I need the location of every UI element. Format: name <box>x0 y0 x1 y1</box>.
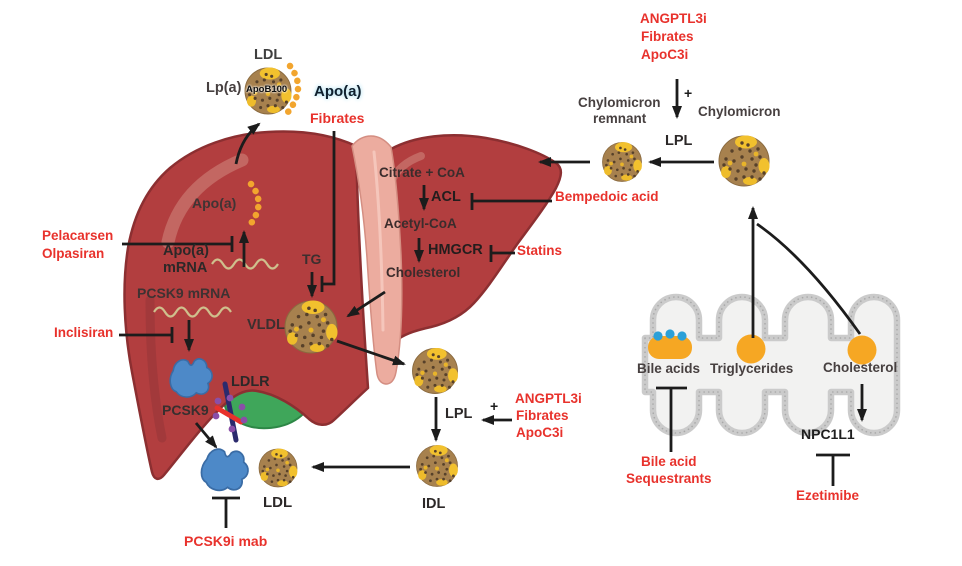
plus-mid-symbol: + <box>490 398 499 414</box>
lpl-top-label: LPL <box>665 133 693 149</box>
angptl3i-mid-label-2: Fibrates <box>516 408 569 423</box>
angptl3i-top-label-2: Fibrates <box>641 29 694 44</box>
inhibit-fibrates-line <box>323 131 336 286</box>
portal-vessel <box>351 135 403 385</box>
ldl-particle <box>258 448 298 488</box>
pelacarsen-label: Pelacarsen <box>42 228 114 243</box>
intestine-membrane <box>641 293 901 437</box>
idl-label: IDL <box>422 496 446 512</box>
curve-cholesterol-to-chylomicron <box>756 222 862 335</box>
bile-dot-icon <box>677 331 687 341</box>
ldl-top-label: LDL <box>254 47 283 63</box>
cholesterol-droplet <box>847 335 877 365</box>
angptl3i-top-label-1: ANGPTL3i <box>640 11 707 26</box>
bile-acids-blob <box>648 329 692 359</box>
apoa-top-label: Apo(a) <box>314 83 362 100</box>
apoa-mrna-label-1: Apo(a) <box>163 243 209 259</box>
ldl-bottom-label: LDL <box>263 494 293 511</box>
arrow-pcsk9-secretion <box>194 422 218 449</box>
apob100-label: ApoB100 <box>246 84 288 95</box>
angptl3i-mid-label-1: ANGPTL3i <box>515 391 582 406</box>
bile-dot-icon <box>665 329 675 339</box>
chylomicron-remnant-label-2: remnant <box>593 111 647 126</box>
cholesterol-liver-label: Cholesterol <box>386 265 461 280</box>
lpa-label: Lp(a) <box>206 80 242 96</box>
vldl-plasma-particle <box>412 347 459 394</box>
bile-dot-icon <box>653 331 663 341</box>
chylomicron-particle <box>718 135 770 187</box>
fibrates-top-label: Fibrates <box>310 110 365 126</box>
olpasiran-label: Olpasiran <box>42 246 105 261</box>
chylomicron-label: Chylomicron <box>698 104 781 119</box>
arrow-liver-to-lpa <box>234 122 261 165</box>
vessel-highlight <box>372 150 385 332</box>
tg-label: TG <box>302 251 322 267</box>
apoa-bead-arc <box>284 62 302 116</box>
hmgcr-label: HMGCR <box>428 242 483 258</box>
cholesterol-gut-label: Cholesterol <box>823 360 898 375</box>
bile-seq-label-1: Bile acid <box>641 454 697 469</box>
pcsk9-mrna-label: PCSK9 mRNA <box>137 285 231 301</box>
acl-label: ACL <box>431 189 461 205</box>
idl-particle <box>416 444 459 487</box>
chylomicron-remnant-label-1: Chylomicron <box>578 95 661 110</box>
statins-label: Statins <box>517 243 563 258</box>
arrow-vldl-export <box>336 339 406 366</box>
vldl-label: VLDL <box>247 317 285 333</box>
pcsk9-label: PCSK9 <box>162 402 209 418</box>
liver-highlight <box>161 153 249 249</box>
apoa-mrna-label-2: mRNA <box>163 260 208 276</box>
ezetimibe-label: Ezetimibe <box>796 488 860 503</box>
arrow-cholesterol-to-vldl <box>346 290 386 318</box>
ldlr-label: LDLR <box>231 374 270 390</box>
bile-seq-label-2: Sequestrants <box>626 471 712 486</box>
pathway-arrows <box>119 79 867 528</box>
bile-acids-label: Bile acids <box>637 361 701 376</box>
vldl-particle <box>284 299 339 354</box>
pcsk9-mrna-wave <box>153 306 232 318</box>
triglyceride-droplet <box>736 334 766 364</box>
plus-top-symbol: + <box>684 85 693 101</box>
apoa-liver-label: Apo(a) <box>192 195 237 211</box>
ldlr-receptor <box>212 381 248 443</box>
pcsk9i-mab-label: PCSK9i mab <box>184 533 268 549</box>
apoa-bead-arc-liver <box>245 180 262 230</box>
pcsk9-secreted-protein <box>197 444 252 496</box>
citrate-coa-label: Citrate + CoA <box>379 165 465 180</box>
pcsk9-protein <box>169 358 213 398</box>
npc1l1-label: NPC1L1 <box>801 426 855 442</box>
chylomicron-remnant-particle <box>602 141 643 182</box>
lpl-mid-label: LPL <box>445 406 473 422</box>
bempedoic-acid-label: Bempedoic acid <box>555 189 659 204</box>
triglycerides-label: Triglycerides <box>710 361 794 376</box>
liver-shading <box>145 295 167 443</box>
inclisiran-label: Inclisiran <box>54 325 114 340</box>
angptl3i-mid-label-3: ApoC3i <box>516 425 564 440</box>
angptl3i-top-label-3: ApoC3i <box>641 47 689 62</box>
acetyl-coa-label: Acetyl-CoA <box>384 216 457 231</box>
